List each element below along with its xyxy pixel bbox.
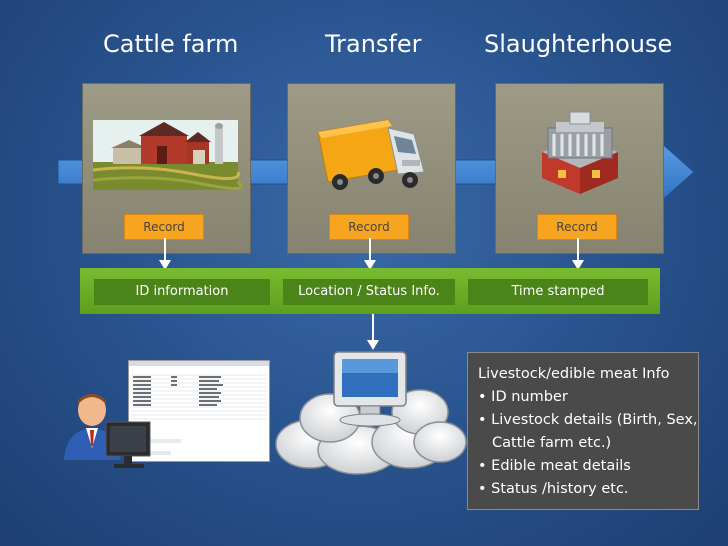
panel-transfer bbox=[287, 83, 456, 254]
info-cell-time: Time stamped bbox=[468, 279, 648, 305]
info-box-header: Livestock/edible meat Info bbox=[478, 366, 670, 382]
arrowhead-cloud bbox=[367, 340, 379, 350]
info-box-item: • ID number bbox=[478, 389, 568, 405]
info-box-item: • Livestock details (Birth, Sex, Cattle … bbox=[478, 412, 698, 451]
info-cell-location: Location / Status Info. bbox=[283, 279, 455, 305]
livestock-info-box: Livestock/edible meat Info • ID number •… bbox=[467, 352, 699, 510]
connector-line-cloud bbox=[372, 314, 374, 342]
info-box-item: • Status /history etc. bbox=[478, 481, 629, 497]
record-button-slaughterhouse: Record bbox=[537, 214, 617, 240]
arrowhead-2 bbox=[364, 260, 376, 270]
arrowhead-1 bbox=[159, 260, 171, 270]
info-box-item: • Edible meat details bbox=[478, 458, 631, 474]
record-button-transfer: Record bbox=[329, 214, 409, 240]
connector-line-3 bbox=[577, 238, 579, 262]
cloud-icon bbox=[275, 351, 467, 475]
record-button-cattle-farm: Record bbox=[124, 214, 204, 240]
stage-title-cattle-farm: Cattle farm bbox=[103, 30, 239, 58]
connector-line-2 bbox=[369, 238, 371, 262]
farm-icon bbox=[92, 120, 243, 190]
computer-icon bbox=[105, 421, 151, 468]
stage-title-slaughterhouse: Slaughterhouse bbox=[484, 30, 673, 58]
connector-line-1 bbox=[164, 238, 166, 262]
user-icon bbox=[64, 394, 151, 468]
truck-icon bbox=[317, 119, 425, 190]
factory-icon bbox=[542, 111, 618, 194]
stage-title-transfer: Transfer bbox=[325, 30, 422, 58]
arrowhead-3 bbox=[572, 260, 584, 270]
software-screenshot-icon bbox=[128, 360, 270, 462]
info-cell-id: ID information bbox=[94, 279, 270, 305]
monitor-icon bbox=[333, 351, 407, 427]
